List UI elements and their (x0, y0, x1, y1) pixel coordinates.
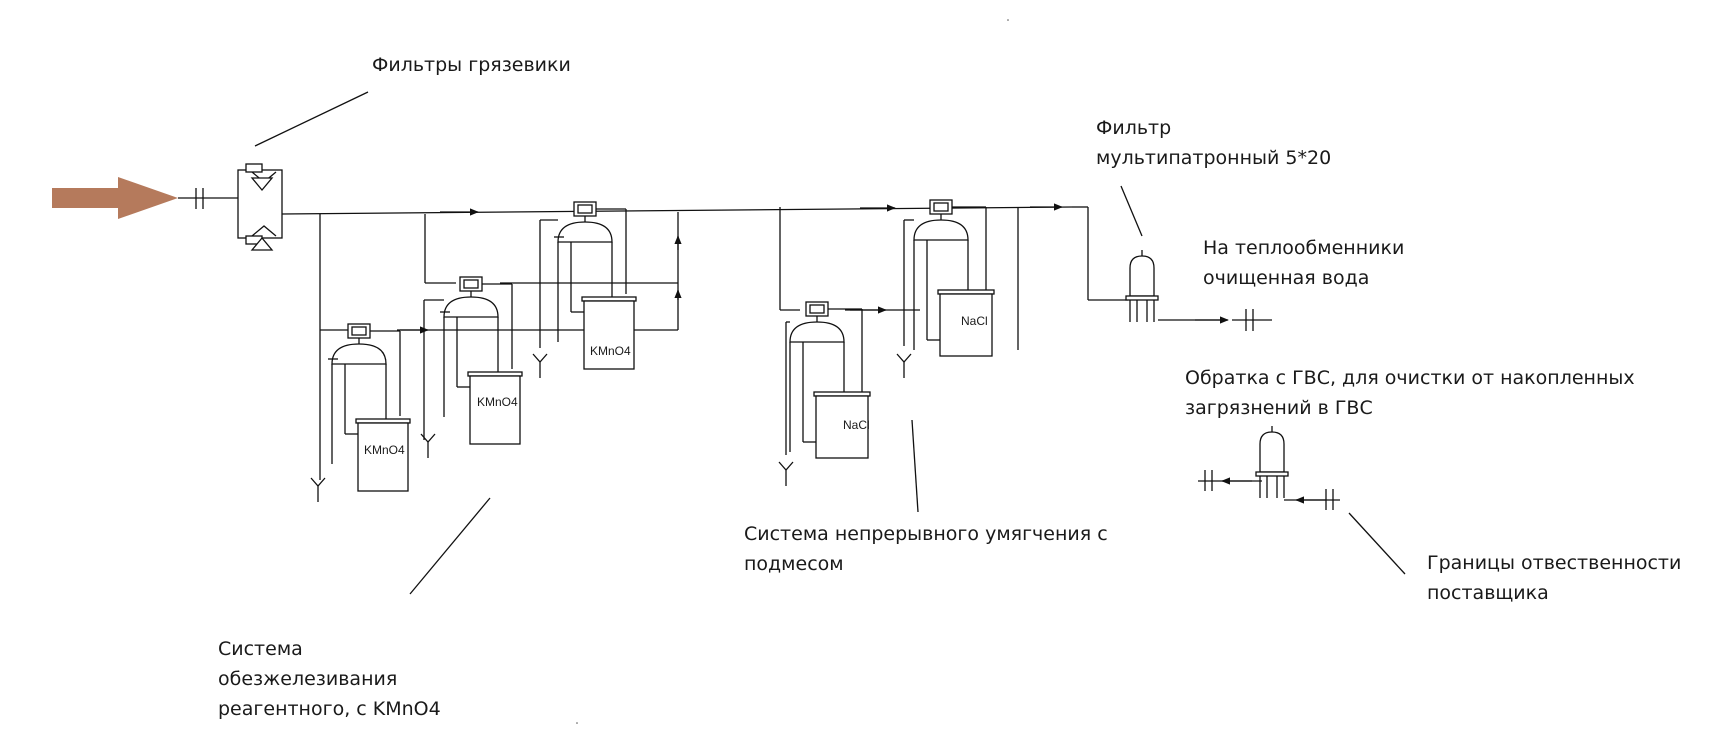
softening-filter-2 (913, 199, 995, 357)
drain-2 (420, 433, 436, 459)
mud-filters-label: Фильтры грязевики (372, 54, 571, 76)
tank-label-nacl-1: NaCl (843, 418, 870, 432)
supplier-boundaries-label: Границы отвественности поставщика (1427, 552, 1687, 604)
iron-removal-filter-2 (439, 276, 523, 445)
multicartridge-filter-label: Фильтр мультипатронный 5*20 (1096, 117, 1331, 169)
multicartridge-filter-symbol (1125, 249, 1159, 323)
main-pipe (281, 206, 1073, 215)
softening-filter-1 (789, 301, 871, 459)
tank-label-kmno4-1: KMnO4 (364, 443, 405, 457)
dhw-return-label: Обратка с ГВС, для очистки от накопленны… (1185, 367, 1641, 419)
drain-3 (532, 353, 548, 379)
iron-removal-label: Система обезжелезивания реагентного, с K… (218, 638, 441, 720)
iron-removal-filter-1 (327, 323, 411, 492)
tank-label-kmno4-3: KMnO4 (590, 344, 631, 358)
tank-label-nacl-2: NaCl (961, 314, 988, 328)
drain-1 (310, 477, 326, 503)
dhw-return-filter-symbol (1255, 425, 1289, 499)
softening-label: Система непрерывного умягчения с подмесо… (744, 523, 1114, 575)
inlet-boundary-mark (178, 188, 238, 209)
mud-filters-symbol (237, 163, 283, 251)
tank-label-kmno4-2: KMnO4 (477, 395, 518, 409)
drain-5 (896, 353, 912, 379)
to-heat-exchangers-label: На теплообменники очищенная вода (1203, 237, 1410, 289)
inlet-flow-arrow (52, 177, 178, 219)
drain-4 (778, 461, 794, 487)
